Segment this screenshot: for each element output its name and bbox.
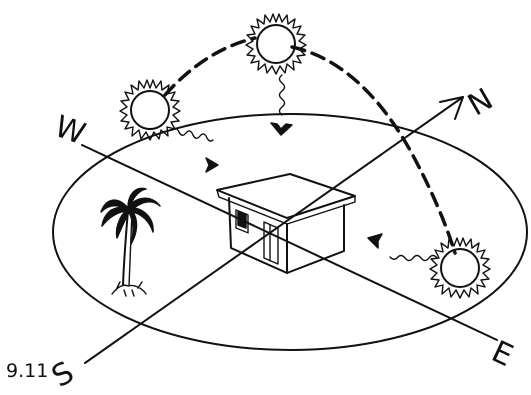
ray-arrowhead-noon xyxy=(271,123,292,135)
ray-arrow-morning xyxy=(172,128,218,172)
sun-icon-evening xyxy=(430,238,490,298)
compass-label-s: S xyxy=(46,355,80,395)
figure-number: 9.11 xyxy=(6,360,48,382)
sun-icon-noon xyxy=(246,14,306,74)
sun-path-dashed xyxy=(165,38,455,253)
compass-label-e: E xyxy=(486,334,518,374)
palm-trunk-right xyxy=(129,212,132,286)
ray-arrow-evening xyxy=(368,234,437,261)
house-icon xyxy=(217,174,355,273)
wavy-ray-arrow-icon xyxy=(280,75,285,115)
compass-label-n: N xyxy=(462,82,499,124)
compass-axes xyxy=(82,97,497,363)
ray-arrowhead-morning xyxy=(206,158,218,172)
ground-ellipse xyxy=(53,114,527,350)
palm-tree-icon xyxy=(101,188,160,296)
house-window-shade xyxy=(238,212,246,228)
ray-arrowhead-evening xyxy=(368,234,382,248)
ray-arrow-noon xyxy=(271,75,292,135)
wavy-ray-arrow-icon xyxy=(390,256,437,261)
wavy-ray-arrow-icon xyxy=(172,128,213,141)
